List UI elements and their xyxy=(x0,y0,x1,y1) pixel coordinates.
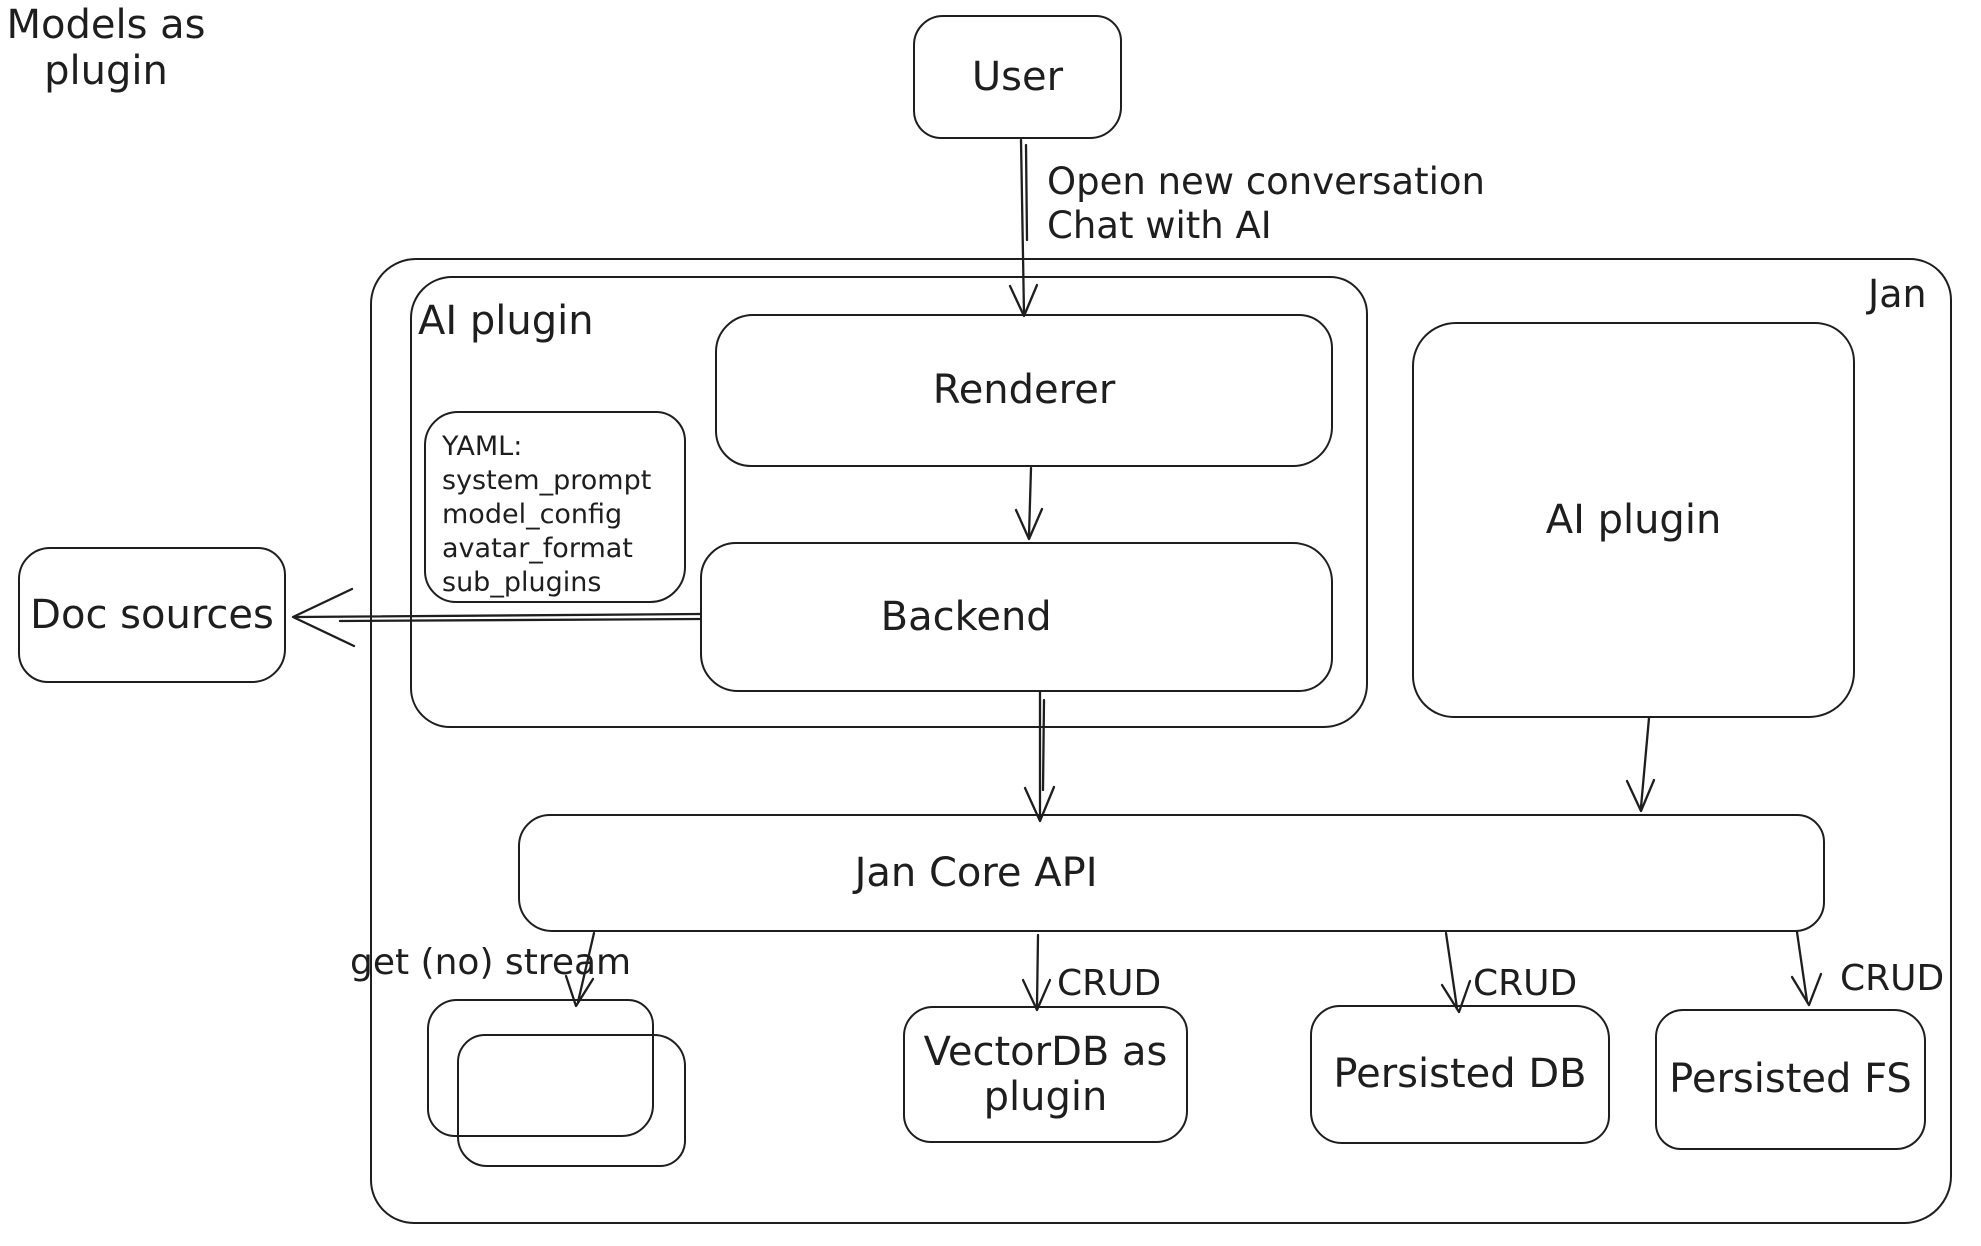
jan-container-label: Jan xyxy=(1868,272,1927,316)
models-back-box xyxy=(427,999,654,1137)
node-persisted-db: Persisted DB xyxy=(1310,1005,1610,1144)
yaml-note: YAML: system_prompt model_config avatar_… xyxy=(424,411,686,603)
yaml-line: YAML: xyxy=(442,431,523,462)
node-backend: Backend xyxy=(700,542,1333,692)
node-label: Persisted FS xyxy=(1669,1056,1912,1102)
node-renderer: Renderer xyxy=(715,314,1333,467)
node-label: Renderer xyxy=(932,367,1116,413)
jan-container xyxy=(370,258,1952,1224)
node-label: User xyxy=(971,53,1064,100)
node-label: Doc sources xyxy=(30,591,274,638)
node-jan-core-api: Jan Core API xyxy=(518,814,1825,932)
yaml-line: system_prompt xyxy=(442,465,652,496)
ai-plugin-group xyxy=(410,276,1368,728)
node-user: User xyxy=(913,15,1122,139)
yaml-line: model_config xyxy=(442,499,623,530)
edge-label-crud-persisted-fs: CRUD xyxy=(1840,958,1945,999)
models-label: Models as plugin xyxy=(6,2,206,94)
yaml-line: sub_plugins xyxy=(442,567,602,598)
node-persisted-fs: Persisted FS xyxy=(1655,1009,1926,1150)
node-ai-plugin: AI plugin xyxy=(1412,322,1855,718)
edge-label-chat-with-ai: Chat with AI xyxy=(1047,204,1272,247)
yaml-line: avatar_format xyxy=(442,533,633,564)
node-label: AI plugin xyxy=(1545,496,1722,543)
ai-plugin-group-label: AI plugin xyxy=(418,298,594,344)
edge-label-crud-vectordb: CRUD xyxy=(1057,963,1162,1004)
edge-label-get-no-stream: get (no) stream xyxy=(350,942,632,983)
node-doc-sources: Doc sources xyxy=(18,547,286,683)
node-label: Jan Core API xyxy=(854,849,1098,896)
edge-label-open-new-conversation: Open new conversation xyxy=(1047,160,1485,203)
models-front-box xyxy=(457,1034,686,1167)
node-label: Backend xyxy=(880,593,1052,640)
node-label: Persisted DB xyxy=(1333,1051,1587,1097)
node-label: VectorDB as plugin xyxy=(923,1028,1168,1120)
edge-label-crud-persisted-db: CRUD xyxy=(1473,963,1578,1004)
node-vectordb-as-plugin: VectorDB as plugin xyxy=(903,1006,1188,1143)
arrowhead-left-icon xyxy=(291,587,356,648)
